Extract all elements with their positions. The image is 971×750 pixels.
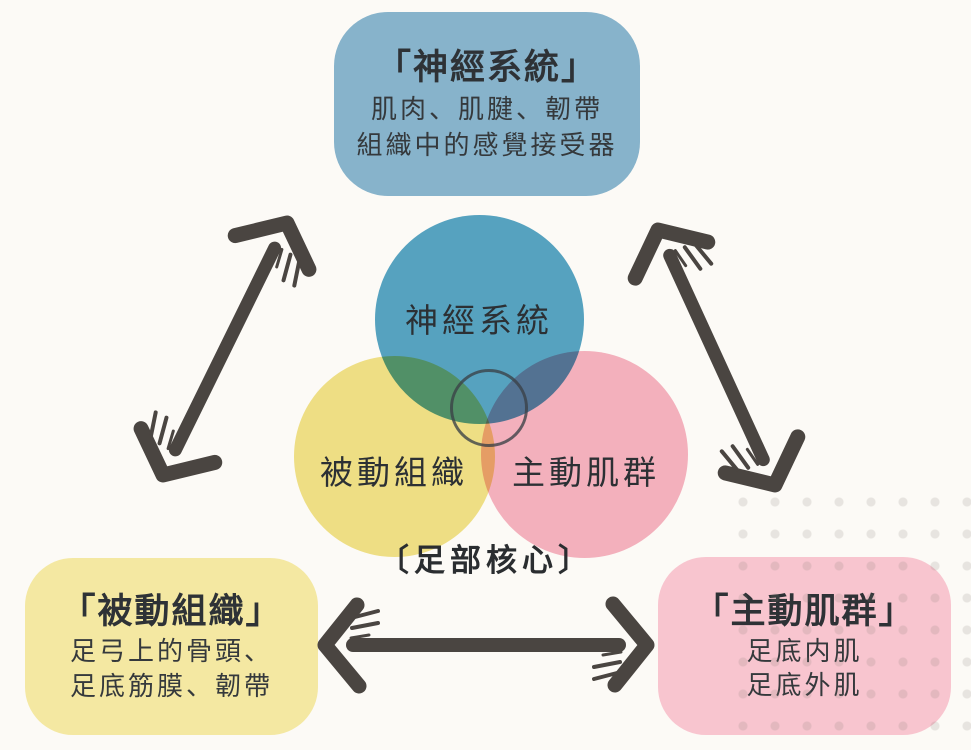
- intersection-ring-icon: [450, 369, 528, 447]
- active-muscle-box-title: 「主動肌群」: [693, 591, 916, 632]
- active-muscle-box-line1: 足底内肌: [746, 636, 863, 667]
- passive-tissue-circle-label: 被動組織: [320, 453, 468, 492]
- double-arrow-bottom-icon: [325, 604, 647, 686]
- foot-core-caption: 〔足部核心〕: [378, 543, 594, 579]
- nervous-system-box-line1: 肌肉、肌腱、韌帶: [370, 94, 603, 125]
- passive-tissue-box-line1: 足弓上的骨頭、: [69, 637, 273, 668]
- passive-tissue-box-title: 「被動組織」: [60, 592, 283, 633]
- passive-tissue-box-line2: 足底筋膜、韌帶: [69, 671, 273, 702]
- nervous-system-circle-label: 神經系統: [405, 301, 553, 340]
- nervous-system-box-title: 「神經系統」: [375, 47, 598, 88]
- active-muscle-box-line2: 足底外肌: [746, 671, 863, 702]
- active-muscle-box: 「主動肌群」 足底内肌 足底外肌: [658, 557, 951, 735]
- nervous-system-box-line2: 組織中的感覺接受器: [356, 131, 618, 162]
- passive-tissue-box: 「被動組織」 足弓上的骨頭、 足底筋膜、韌帶: [25, 558, 318, 735]
- nervous-system-box: 「神經系統」 肌肉、肌腱、韌帶 組織中的感覺接受器: [334, 12, 640, 196]
- active-muscle-circle-label: 主動肌群: [512, 453, 660, 492]
